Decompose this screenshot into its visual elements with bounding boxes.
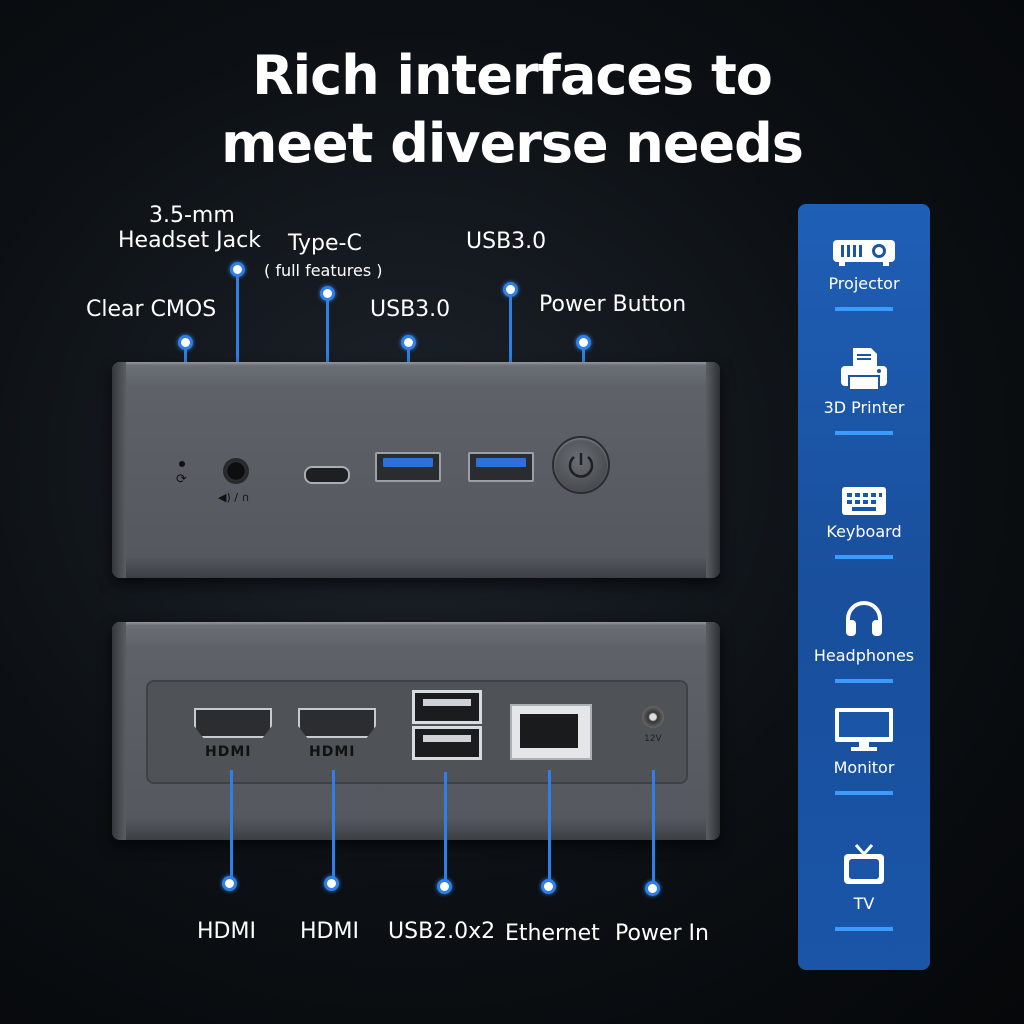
headset-jack [223,458,249,484]
callout-dot-typec [320,286,335,301]
callout-dot-usb2 [437,879,452,894]
panel-divider [835,791,893,795]
panel-item-headphones: Headphones [798,598,930,683]
ethernet-port [510,704,592,760]
callout-dot-clear-cmos [178,335,193,350]
callout-line-ethernet [548,770,551,884]
callout-line-headset [236,272,239,430]
label-headset-line2: Headset Jack [118,228,261,253]
panel-item-tv: TV [798,842,930,931]
panel-label-keyboard: Keyboard [826,522,902,541]
label-usb3-b: USB3.0 [466,229,547,254]
hdmi-marking-1: HDMI [205,744,252,760]
power-button [552,436,610,494]
panel-item-3d-printer: 3D Printer [798,346,930,435]
projector-icon [833,240,895,266]
callout-dot-hdmi-2 [324,876,339,891]
callout-dot-ethernet [541,879,556,894]
callout-dot-hdmi-1 [222,876,237,891]
label-power-in: Power In [615,921,709,946]
panel-divider [835,927,893,931]
label-hdmi-1: HDMI [197,919,256,944]
callout-dot-usb3-b [503,282,518,297]
hdmi-port-1 [194,708,272,738]
usb2-port-bottom [412,726,482,760]
hdmi-port-2 [298,708,376,738]
callout-dot-power-in [645,881,660,896]
keyboard-icon [842,487,886,515]
headphones-icon [846,601,882,636]
panel-label-monitor: Monitor [833,758,895,777]
title-line-2: meet diverse needs [221,112,804,175]
callout-dot-headset [230,262,245,277]
callout-line-hdmi-2 [332,770,335,882]
callout-dot-power-button [576,335,591,350]
typec-port [304,466,350,484]
dc-voltage-marking: 12V [644,734,662,744]
callout-line-hdmi-1 [230,770,233,882]
power-icon [568,453,594,478]
panel-label-headphones: Headphones [813,646,915,665]
device-front: ⟳ ◀) / ∩ [112,362,720,578]
label-usb2: USB2.0x2 [388,919,496,944]
compatible-devices-panel: Projector 3D Printer Keyboard [798,204,930,970]
tv-icon [844,844,884,884]
callout-line-usb2 [444,772,447,884]
panel-divider [835,307,893,311]
panel-divider [835,555,893,559]
usb3-port-b [468,452,534,482]
panel-divider [835,431,893,435]
panel-label-tv: TV [853,894,875,913]
panel-divider [835,679,893,683]
speaker-headset-icon: ◀) / ∩ [218,491,250,504]
callout-dot-usb3-a [401,335,416,350]
clear-cmos-hole [179,461,185,467]
dc-power-jack [642,706,664,728]
reset-icon: ⟳ [176,472,187,487]
label-usb3-a: USB3.0 [370,297,451,322]
hdmi-marking-2: HDMI [309,744,356,760]
panel-item-monitor: Monitor [798,706,930,795]
rear-io-panel: HDMI HDMI 12V [146,680,688,784]
usb2-port-top [412,690,482,724]
label-typec: Type-C [288,231,362,256]
title-line-1: Rich interfaces to [252,44,773,107]
label-clear-cmos: Clear CMOS [86,297,217,322]
device-rear: HDMI HDMI 12V [112,622,720,840]
printer-icon [841,348,887,391]
panel-label-3d-printer: 3D Printer [823,398,905,417]
monitor-icon [835,708,893,751]
label-power-button: Power Button [539,292,687,317]
callout-line-power-in [652,770,655,884]
panel-label-projector: Projector [828,274,900,293]
label-typec-note: ( full features ) [264,261,383,280]
usb3-port-a [375,452,441,482]
label-headset-line1: 3.5-mm [149,203,235,228]
panel-item-projector: Projector [798,234,930,311]
callout-line-usb3-b [509,292,512,430]
panel-item-keyboard: Keyboard [798,486,930,559]
label-ethernet: Ethernet [505,921,600,946]
label-hdmi-2: HDMI [300,919,359,944]
